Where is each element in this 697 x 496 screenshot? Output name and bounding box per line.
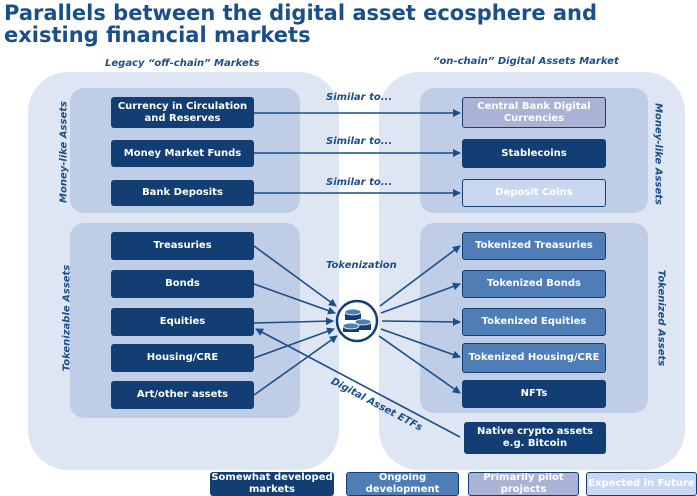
- bank-deposits-box: Bank Deposits: [111, 180, 254, 206]
- left-section-header: Legacy “off-chain” Markets: [105, 58, 260, 69]
- similar-label-2: Similar to...: [326, 136, 393, 147]
- bonds-box: Bonds: [111, 270, 254, 298]
- currency-circulation-box: Currency in Circulation and Reserves: [111, 97, 254, 128]
- nfts-box: NFTs: [462, 380, 606, 408]
- housing-cre-box: Housing/CRE: [111, 344, 254, 372]
- right-section-header: “on-chain” Digital Assets Market: [433, 56, 619, 67]
- cbdc-box: Central Bank Digital Currencies: [462, 97, 606, 128]
- art-other-assets-box: Art/other assets: [111, 381, 254, 409]
- tokenized-treasuries-box: Tokenized Treasuries: [462, 232, 606, 260]
- similar-label-3: Similar to...: [326, 177, 393, 188]
- treasuries-box: Treasuries: [111, 232, 254, 260]
- coin-stack-icon: [335, 299, 379, 343]
- legend-developed: Somewhat developed markets: [210, 472, 334, 496]
- tokenized-equities-box: Tokenized Equities: [462, 308, 606, 336]
- tokenized-housing-cre-box: Tokenized Housing/CRE: [462, 343, 606, 373]
- equities-box: Equities: [111, 308, 254, 336]
- legend-pilot: Primarily pilot projects: [468, 472, 579, 496]
- page-title: Parallels between the digital asset ecos…: [4, 1, 598, 47]
- tokenization-label: Tokenization: [326, 260, 397, 271]
- tokenized-bonds-box: Tokenized Bonds: [462, 270, 606, 298]
- legend-future: Expected in Future: [586, 472, 697, 496]
- deposit-coins-box: Deposit Coins: [462, 179, 606, 207]
- similar-label-1: Similar to...: [326, 92, 393, 103]
- money-market-funds-box: Money Market Funds: [111, 140, 254, 167]
- legend-ongoing: Ongoing development: [346, 472, 459, 496]
- stablecoins-box: Stablecoins: [462, 139, 606, 168]
- native-crypto-box: Native crypto assets e.g. Bitcoin: [464, 422, 606, 454]
